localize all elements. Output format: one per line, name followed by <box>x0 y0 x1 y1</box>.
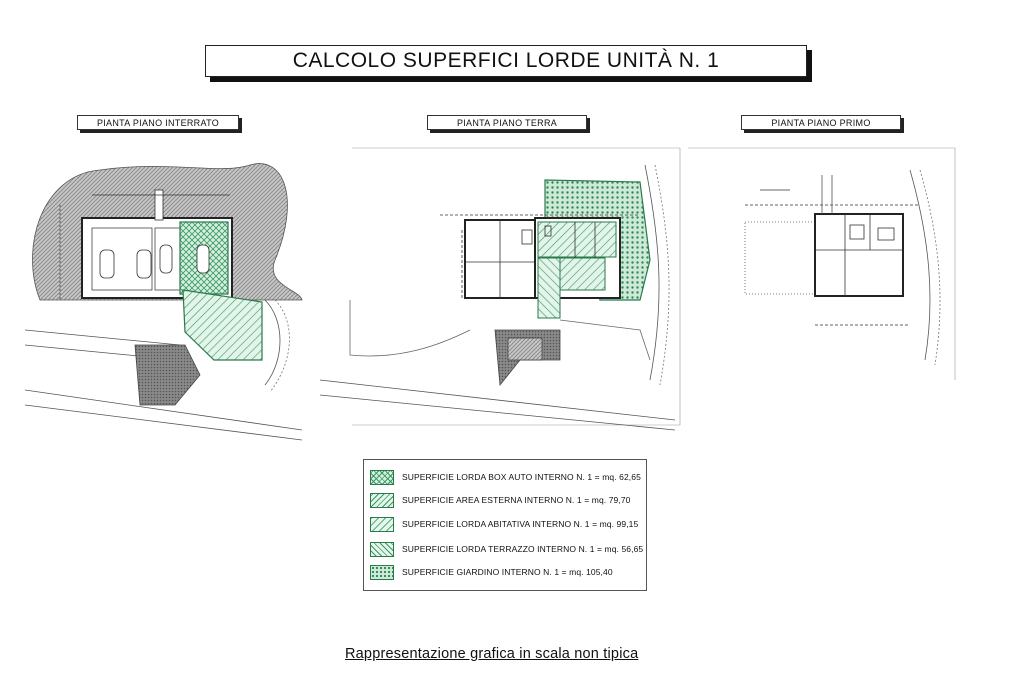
legend-item-area-esterna: SUPERFICIE AREA ESTERNA INTERNO N. 1 = m… <box>370 492 631 508</box>
cross-hatch-swatch-icon <box>370 469 394 485</box>
surface-legend: SUPERFICIE LORDA BOX AUTO INTERNO N. 1 =… <box>363 459 647 591</box>
hatch-reverse-swatch-icon <box>370 541 394 557</box>
plan-label-terra: PIANTA PIANO TERRA <box>427 115 587 130</box>
legend-text: SUPERFICIE LORDA BOX AUTO INTERNO N. 1 =… <box>402 472 641 482</box>
legend-item-box-auto: SUPERFICIE LORDA BOX AUTO INTERNO N. 1 =… <box>370 469 641 485</box>
plan-label-primo: PIANTA PIANO PRIMO <box>741 115 901 130</box>
plan-interrato <box>24 163 303 441</box>
legend-item-giardino: SUPERFICIE GIARDINO INTERNO N. 1 = mq. 1… <box>370 564 613 580</box>
plan-label-interrato: PIANTA PIANO INTERRATO <box>77 115 239 130</box>
hatch-swatch-icon <box>370 492 394 508</box>
legend-text: SUPERFICIE AREA ESTERNA INTERNO N. 1 = m… <box>402 495 631 505</box>
legend-item-terrazzo: SUPERFICIE LORDA TERRAZZO INTERNO N. 1 =… <box>370 541 644 557</box>
plan-primo <box>688 147 956 380</box>
hatch-light-swatch-icon <box>370 516 394 532</box>
plan-terra <box>319 147 681 431</box>
legend-text: SUPERFICIE LORDA TERRAZZO INTERNO N. 1 =… <box>402 544 644 554</box>
legend-text: SUPERFICIE GIARDINO INTERNO N. 1 = mq. 1… <box>402 567 613 577</box>
legend-text: SUPERFICIE LORDA ABITATIVA INTERNO N. 1 … <box>402 519 639 529</box>
page-title: CALCOLO SUPERFICI LORDE UNITÀ N. 1 <box>205 45 807 77</box>
legend-item-abitativa: SUPERFICIE LORDA ABITATIVA INTERNO N. 1 … <box>370 516 639 532</box>
footer-note: Rappresentazione grafica in scala non ti… <box>345 646 639 662</box>
dotted-swatch-icon <box>370 564 394 580</box>
